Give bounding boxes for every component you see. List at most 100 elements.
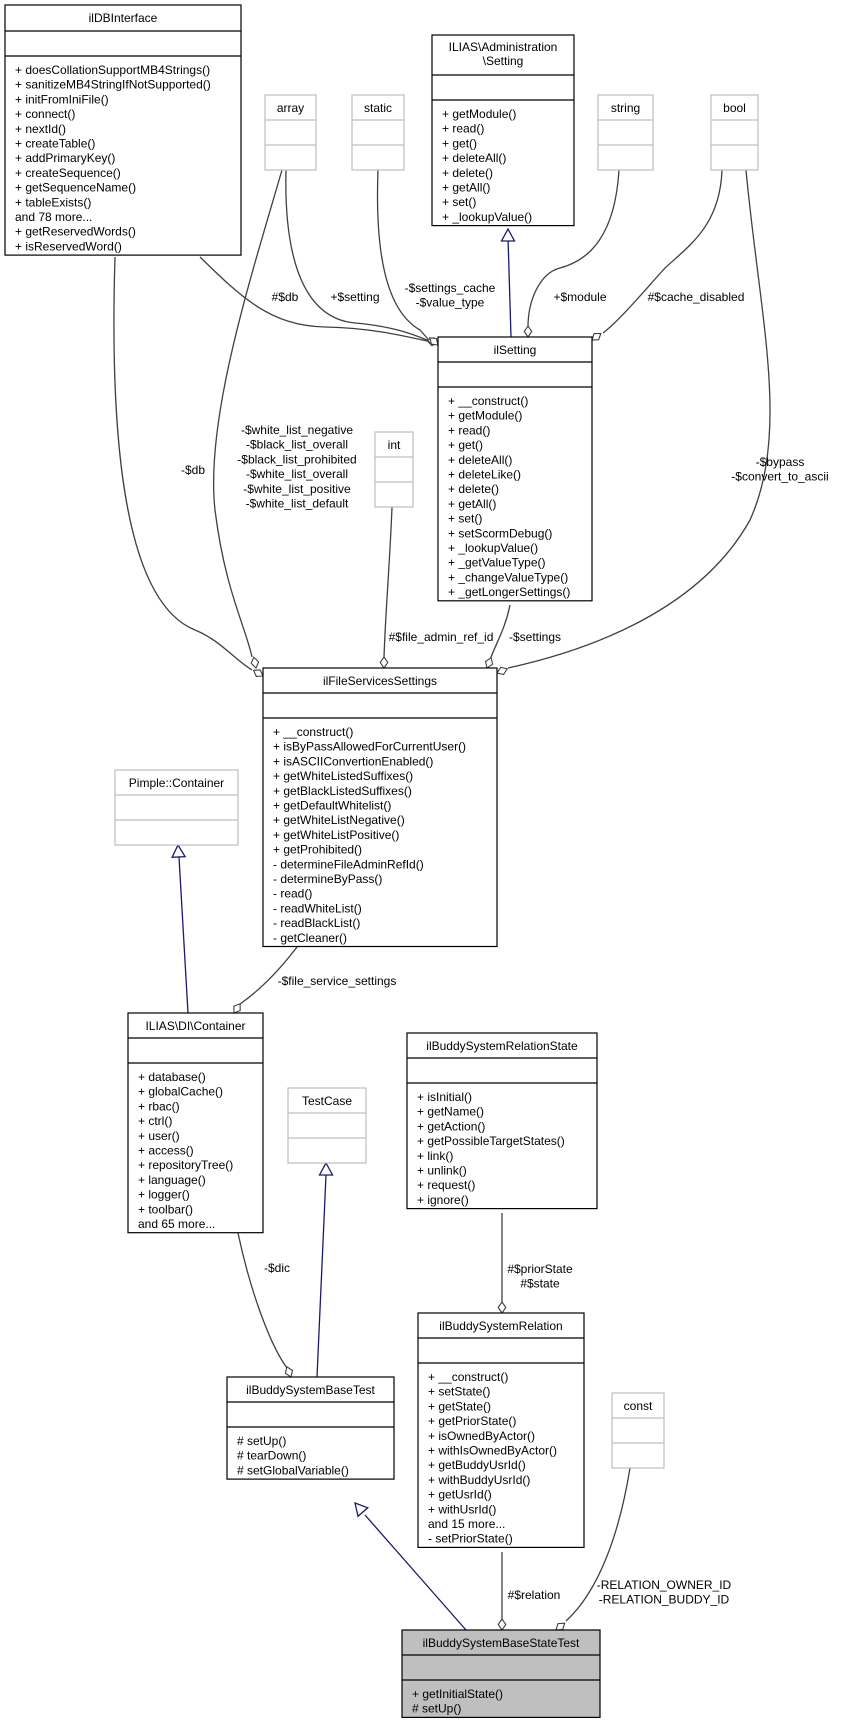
edge-label-array-fss: -$white_list_negative-$black_list_overal… bbox=[237, 423, 356, 511]
edge-label-line: -$convert_to_ascii bbox=[731, 470, 828, 484]
class-title: ilFileServicesSettings bbox=[323, 674, 437, 688]
class-title-line: \Setting bbox=[483, 54, 524, 68]
edge-label-line: #$file_admin_ref_id bbox=[389, 630, 494, 644]
edge-bool-to-fss bbox=[496, 169, 771, 676]
class-member: + getUsrId() bbox=[428, 1488, 492, 1502]
class-member: + link() bbox=[417, 1149, 453, 1163]
edge-string-to-ilsetting bbox=[523, 169, 620, 338]
class-member: + getPriorState() bbox=[428, 1414, 516, 1428]
edge-ilsetting-to-fss bbox=[484, 604, 511, 669]
edge-label-line: -$db bbox=[181, 463, 205, 477]
edge-label-line: +$setting bbox=[330, 290, 379, 304]
edge-label-line: -$black_list_prohibited bbox=[237, 452, 356, 466]
class-member: + isASCIIConvertionEnabled() bbox=[273, 754, 433, 768]
class-member: + isByPassAllowedForCurrentUser() bbox=[273, 740, 466, 754]
class-title: static bbox=[364, 101, 392, 115]
class-member: # setUp() bbox=[237, 1434, 286, 1448]
edge-label-line: #$cache_disabled bbox=[648, 290, 745, 304]
class-member: + getBlackListedSuffixes() bbox=[273, 784, 412, 798]
edge-label-static-setting: -$settings_cache-$value_type bbox=[405, 281, 496, 310]
edge-static-to-ilsetting bbox=[376, 169, 439, 346]
edge-label-line: #$db bbox=[272, 290, 299, 304]
class-member: + set() bbox=[448, 512, 482, 526]
class-member: + _getValueType() bbox=[448, 556, 546, 570]
class-member: + repositoryTree() bbox=[138, 1158, 233, 1172]
class-member: + getModule() bbox=[448, 409, 522, 423]
class-member: + isReservedWord() bbox=[15, 239, 122, 253]
class-title: ilBuddySystemBaseTest bbox=[246, 1383, 375, 1397]
class-member: - determineFileAdminRefId() bbox=[273, 857, 424, 871]
class-member: + isInitial() bbox=[417, 1090, 472, 1104]
class-member: + deleteAll() bbox=[442, 151, 506, 165]
class-member: + setState() bbox=[428, 1385, 490, 1399]
edge-ildbinterface-to-ilsetting bbox=[199, 256, 439, 347]
edge-label-db-fss: -$db bbox=[181, 463, 205, 477]
class-member: + getSequenceName() bbox=[15, 181, 136, 195]
class-node-ilbuddysystembasetest: ilBuddySystemBaseTest# setUp()# tearDown… bbox=[226, 1376, 395, 1480]
class-member: + database() bbox=[138, 1070, 206, 1084]
class-title: ilSetting bbox=[494, 343, 537, 357]
edge-label-bool-fss: -$bypass-$convert_to_ascii bbox=[731, 455, 828, 484]
edge-label-line: -$settings bbox=[509, 630, 561, 644]
class-member: + getAll() bbox=[442, 181, 490, 195]
edge-relationstate-to-relation bbox=[497, 1213, 507, 1314]
class-node-ilbuddysystembasestatetest: ilBuddySystemBaseStateTest+ getInitialSt… bbox=[401, 1629, 601, 1719]
class-member: and 78 more... bbox=[15, 210, 92, 224]
class-member: + __construct() bbox=[273, 725, 353, 739]
edge-label-string-module: +$module bbox=[553, 290, 606, 304]
class-node-const: const bbox=[611, 1392, 665, 1469]
class-member: + getModule() bbox=[442, 107, 516, 121]
edge-label-state-relation: #$priorState#$state bbox=[507, 1262, 573, 1291]
edge-label-line: +$module bbox=[553, 290, 606, 304]
edge-label-line: -$black_list_overall bbox=[246, 438, 348, 452]
edge-label-line: -$bypass bbox=[756, 455, 805, 469]
class-member: + _lookupValue() bbox=[442, 210, 532, 224]
class-node-ilbuddysystemrelation: ilBuddySystemRelation+ __construct()+ se… bbox=[417, 1312, 585, 1548]
class-member: + createTable() bbox=[15, 137, 95, 151]
class-member: + getName() bbox=[417, 1105, 484, 1119]
class-node-bool: bool bbox=[710, 94, 759, 171]
class-member: + language() bbox=[138, 1173, 206, 1187]
class-member: + getAction() bbox=[417, 1119, 485, 1133]
class-member: + getDefaultWhitelist() bbox=[273, 799, 391, 813]
class-member: + read() bbox=[442, 122, 484, 136]
class-member: # setGlobalVariable() bbox=[237, 1463, 349, 1477]
class-member: + access() bbox=[138, 1144, 194, 1158]
edge-basetest-to-statetest bbox=[354, 1501, 467, 1631]
edge-label-line: #$relation bbox=[508, 1588, 561, 1602]
edge-label-const-statetest: -RELATION_OWNER_ID-RELATION_BUDDY_ID bbox=[597, 1578, 732, 1607]
class-node-ildbinterface: ilDBInterface+ doesCollationSupportMB4St… bbox=[4, 4, 242, 256]
class-member: + unlink() bbox=[417, 1164, 467, 1178]
class-member: + _getLongerSettings() bbox=[448, 585, 570, 599]
class-member: # setUp() bbox=[412, 1702, 461, 1716]
class-member: + getWhiteListPositive() bbox=[273, 828, 399, 842]
edge-label-line: -RELATION_BUDDY_ID bbox=[599, 1593, 730, 1607]
class-title: bool bbox=[723, 101, 746, 115]
edge-fss-to-di-container bbox=[233, 942, 301, 1014]
class-member: + doesCollationSupportMB4Strings() bbox=[15, 63, 210, 77]
class-member: + withUsrId() bbox=[428, 1502, 496, 1516]
class-member: + setScormDebug() bbox=[448, 526, 552, 540]
class-member: + getInitialState() bbox=[412, 1687, 503, 1701]
edge-const-to-statetest bbox=[555, 1467, 631, 1631]
class-member: - readBlackList() bbox=[273, 916, 360, 930]
edge-label-line: -$white_list_negative bbox=[241, 423, 353, 437]
class-member: + user() bbox=[138, 1129, 180, 1143]
edge-testcase-to-basetest bbox=[316, 1161, 334, 1378]
class-member: + rbac() bbox=[138, 1099, 180, 1113]
class-member: + getReservedWords() bbox=[15, 225, 136, 239]
class-member: + deleteAll() bbox=[448, 453, 512, 467]
class-member: + sanitizeMB4StringIfNotSupported() bbox=[15, 78, 211, 92]
edge-label-line: #$priorState bbox=[507, 1262, 573, 1276]
edge-label-line: -$settings_cache bbox=[405, 281, 496, 295]
class-node-ilfileservicessettings: ilFileServicesSettings+ __construct()+ i… bbox=[262, 667, 498, 948]
edge-label-int-fss: #$file_admin_ref_id bbox=[389, 630, 494, 644]
class-node-ilsetting: ilSetting+ __construct()+ getModule()+ r… bbox=[437, 336, 593, 602]
class-member: + createSequence() bbox=[15, 166, 121, 180]
class-member: + getProhibited() bbox=[273, 843, 362, 857]
class-member: + nextId() bbox=[15, 122, 66, 136]
class-member: + set() bbox=[442, 195, 476, 209]
class-node-pimple-container: Pimple::Container bbox=[114, 769, 239, 846]
class-title: ILIAS\DI\Container bbox=[145, 1019, 245, 1033]
class-title: TestCase bbox=[302, 1094, 352, 1108]
